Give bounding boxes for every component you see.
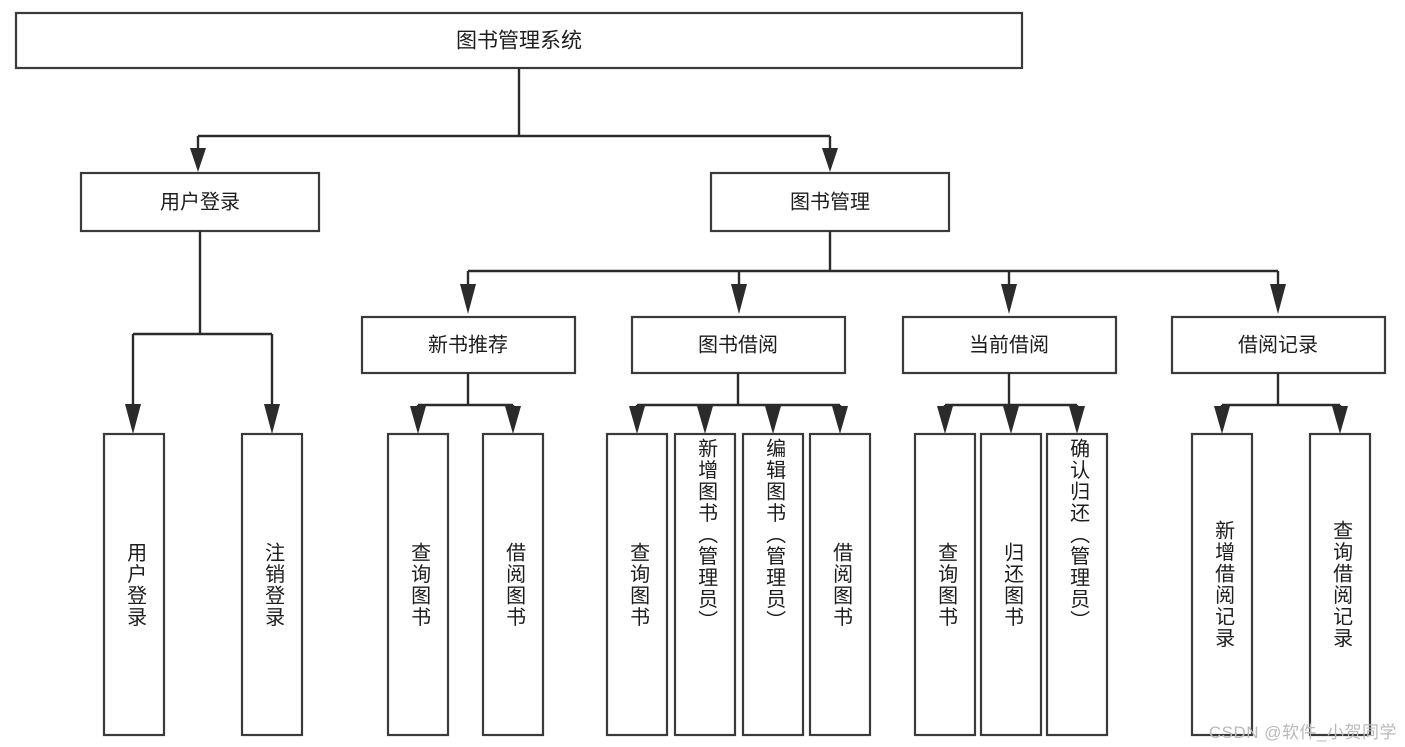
node-root[interactable]: 图书管理系统 (14, 11, 1024, 70)
node-borrow-record[interactable]: 借阅记录 (1170, 315, 1387, 375)
leaf-box-br-add[interactable] (1190, 432, 1254, 737)
arrow-head-current-borrow (1001, 284, 1017, 314)
arrow-head-book-manage (822, 148, 838, 172)
node-root-box (14, 11, 1024, 70)
connector-book-manage-to-level3 (460, 231, 1286, 314)
leaf-box-nb-query[interactable] (386, 432, 450, 737)
arrow-head-new-book (460, 284, 476, 314)
connector-user-login-to-leaves (125, 231, 280, 434)
connector-new-book-to-leaves (410, 373, 521, 434)
arrow-head-bb-edit (765, 406, 781, 434)
leaf-box-cb-return[interactable] (979, 432, 1043, 737)
node-borrow-record-box (1170, 315, 1387, 375)
connector-book-borrow-to-leaves (629, 373, 848, 434)
arrow-head-bb-add (697, 406, 713, 434)
node-current-borrow[interactable]: 当前借阅 (901, 315, 1118, 375)
node-current-borrow-label: 当前借阅 (969, 333, 1049, 356)
leaf-box-bb-query[interactable] (605, 432, 669, 737)
arrow-head-br-add (1214, 406, 1230, 434)
leaf-box-logout[interactable] (240, 432, 304, 737)
arrow-head-user-login (190, 148, 206, 172)
node-book-borrow-label: 图书借阅 (698, 333, 778, 356)
node-root-label: 图书管理系统 (456, 30, 582, 53)
node-book-manage[interactable]: 图书管理 (709, 171, 951, 233)
node-user-login-label: 用户登录 (160, 190, 240, 213)
arrow-head-cb-query (937, 406, 953, 434)
arrow-head-leaf-user-login (125, 404, 141, 434)
leaf-box-bb-borrow[interactable] (808, 432, 872, 737)
leaf-box-cb-query[interactable] (913, 432, 977, 737)
leaf-box-bb-add[interactable] (673, 432, 737, 737)
node-book-manage-label: 图书管理 (790, 190, 870, 213)
csdn-watermark: CSDN @软件_小贺同学 (1208, 723, 1397, 742)
arrow-head-book-borrow (731, 284, 747, 314)
arrow-head-cb-confirm (1069, 406, 1085, 434)
connector-borrow-record-to-leaves (1214, 373, 1348, 434)
node-book-borrow-box (630, 315, 847, 375)
arrow-head-bb-query (629, 406, 645, 434)
node-borrow-record-label: 借阅记录 (1238, 333, 1318, 356)
arrow-head-br-query (1332, 406, 1348, 434)
arrow-head-borrow-record (1270, 284, 1286, 314)
node-new-book-recommend-box (360, 315, 577, 375)
node-new-book-recommend-label: 新书推荐 (428, 333, 508, 356)
leaf-box-nb-borrow[interactable] (481, 432, 545, 737)
arrow-head-cb-return (1003, 406, 1019, 434)
arrow-head-nb-borrow (505, 406, 521, 434)
node-new-book-recommend[interactable]: 新书推荐 (360, 315, 577, 375)
arrow-head-leaf-logout (264, 404, 280, 434)
node-user-login[interactable]: 用户登录 (79, 171, 321, 233)
leaf-box-cb-confirm[interactable] (1045, 432, 1109, 737)
leaf-box-br-query[interactable] (1308, 432, 1372, 737)
node-book-manage-box (709, 171, 951, 233)
leaf-box-bb-edit[interactable] (741, 432, 805, 737)
leaf-box-user-login[interactable] (102, 432, 166, 737)
connector-root-to-level2 (190, 68, 838, 172)
node-current-borrow-box (901, 315, 1118, 375)
connector-current-borrow-to-leaves (937, 373, 1085, 434)
arrow-head-nb-query (410, 406, 426, 434)
arrow-head-bb-borrow (832, 406, 848, 434)
node-book-borrow[interactable]: 图书借阅 (630, 315, 847, 375)
